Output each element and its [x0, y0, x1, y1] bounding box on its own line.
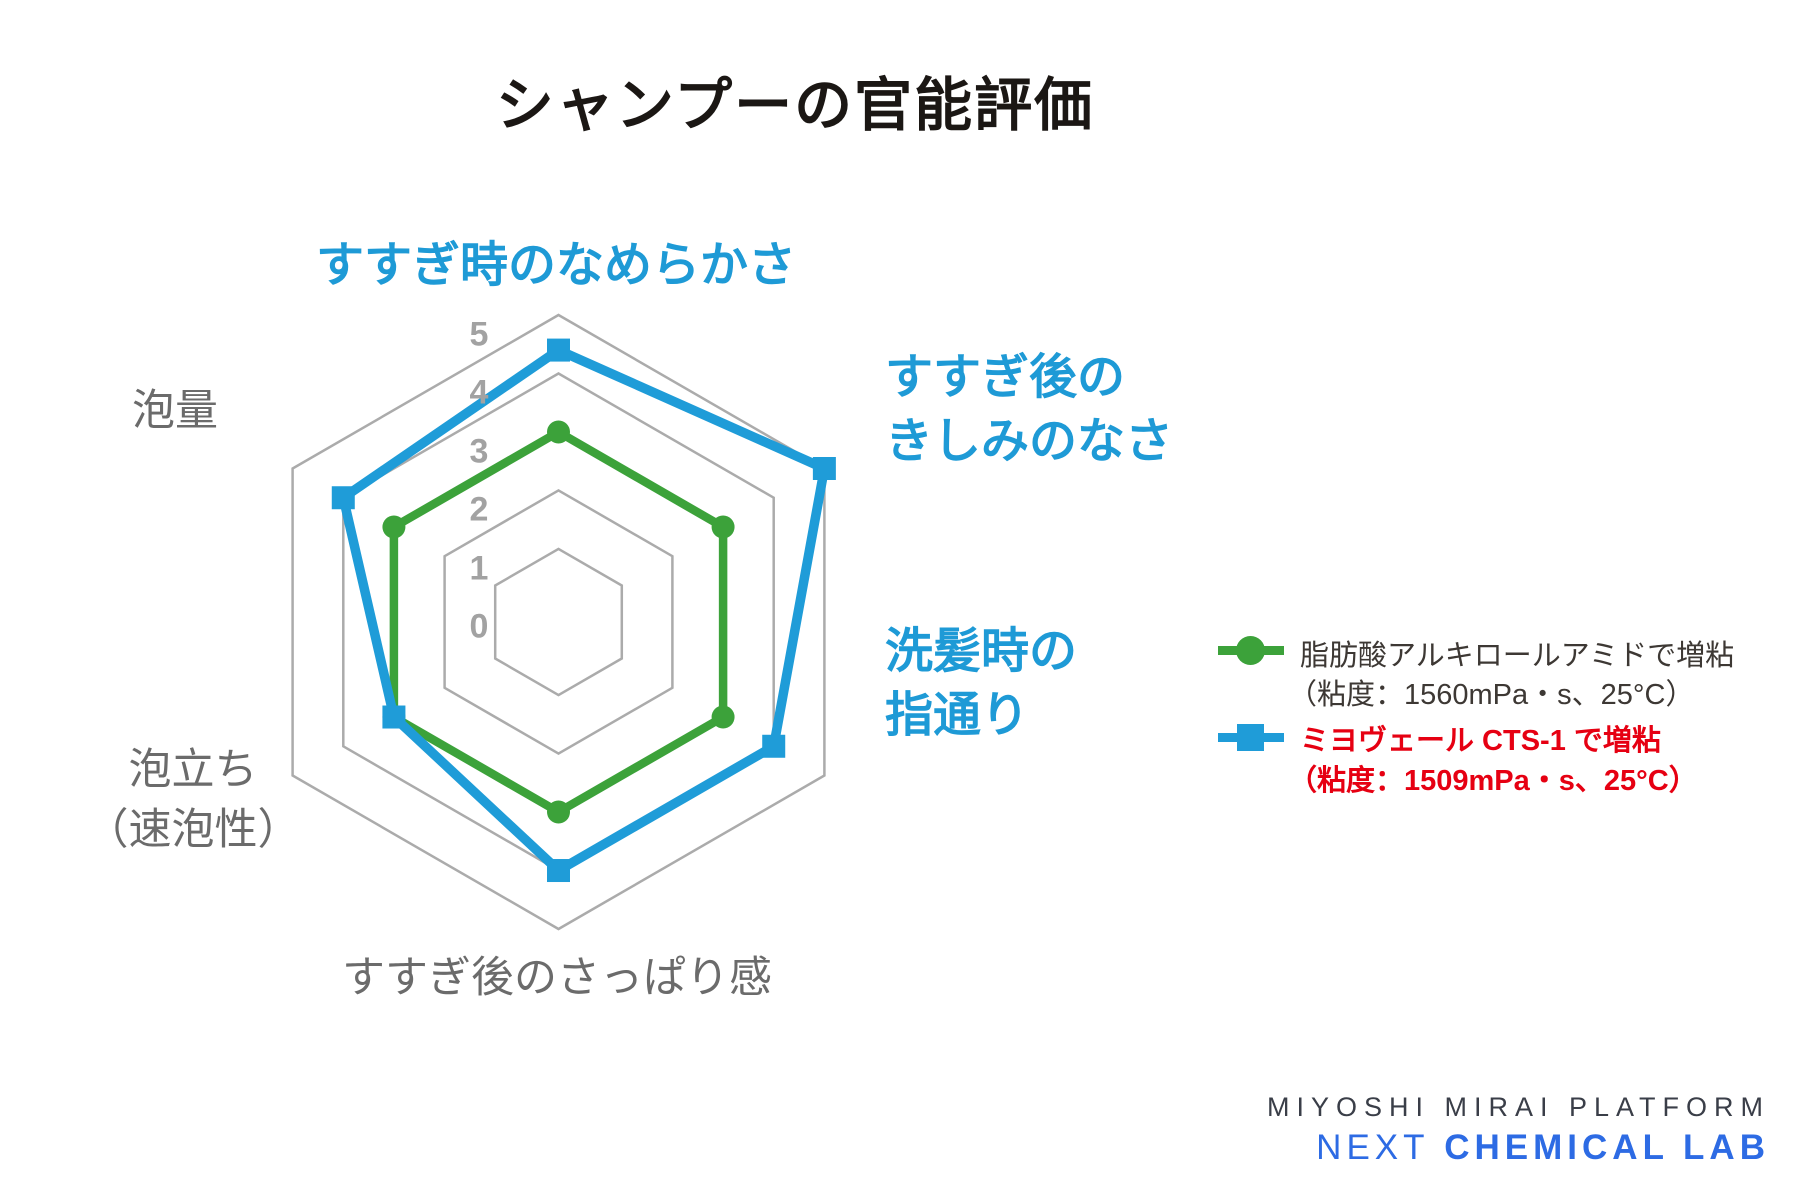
- logo-platform-text: MIYOSHI MIRAI PLATFORM: [1266, 1092, 1770, 1122]
- grid-ring-2: [443, 488, 674, 756]
- circle-marker-1: [711, 515, 735, 539]
- axis-label-1: すすぎ後のきしみのなさ: [885, 351, 1174, 468]
- legend-circle-marker-icon: [1236, 636, 1265, 665]
- axis-label-0: すすぎ時のなめらかさ: [315, 239, 797, 292]
- circle-marker-3: [547, 800, 570, 824]
- legend-item-blue-detail: （粘度：1509mPa・s、25°C）: [1288, 765, 1698, 797]
- square-marker-5: [331, 486, 355, 510]
- logo-next-text: NEXT: [1316, 1128, 1430, 1167]
- grid-ring-1: [493, 547, 624, 697]
- legend-square-marker-icon: [1237, 724, 1264, 751]
- circle-marker-0: [547, 420, 570, 444]
- tick-label-2: 2: [469, 490, 489, 529]
- legend-item-green-name: 脂肪酸アルキロールアミドで増粘: [1300, 640, 1735, 672]
- tick-label-4: 4: [469, 373, 489, 412]
- square-marker-2: [762, 734, 786, 758]
- page-title: シャンプーの官能評価: [495, 73, 1095, 138]
- logo-chemical-lab-text: CHEMICAL LAB: [1429, 1128, 1770, 1167]
- tick-label-5: 5: [469, 315, 489, 354]
- axis-label-2: 洗髪時の指通り: [885, 625, 1078, 742]
- tick-label-1: 1: [469, 549, 489, 588]
- square-marker-1: [812, 457, 836, 480]
- square-marker-4: [382, 705, 406, 729]
- tick-label-0: 0: [469, 607, 489, 646]
- legend-item-green-detail: （粘度：1560mPa・s、25°C）: [1288, 679, 1695, 711]
- logo-lab-text: NEXT CHEMICAL LAB: [1180, 1128, 1770, 1168]
- circle-marker-2: [711, 705, 735, 729]
- axis-label-3: すすぎ後のさっぱり感: [342, 954, 772, 1002]
- axis-label-4: 泡立ち（速泡性）: [85, 746, 301, 854]
- legend-item-blue-name: ミヨヴェール CTS-1 で増粘: [1300, 725, 1661, 757]
- square-marker-3: [547, 859, 570, 883]
- square-marker-0: [547, 338, 570, 362]
- circle-marker-5: [382, 515, 406, 539]
- axis-label-5: 泡量: [132, 387, 218, 435]
- tick-label-3: 3: [469, 432, 489, 471]
